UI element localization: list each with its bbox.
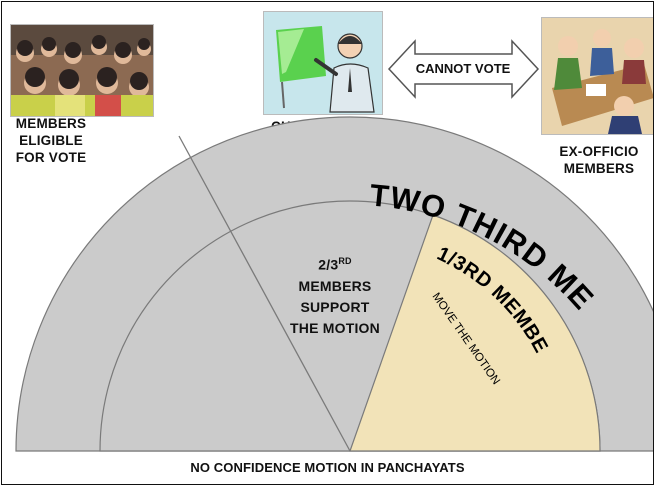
support-fraction-number: 2/3 bbox=[318, 256, 339, 273]
members-eligible-label: MEMBERS ELIGIBLE FOR VOTE bbox=[6, 115, 96, 166]
ex-officio-line-2: MEMBERS bbox=[563, 161, 635, 176]
one-third-sector bbox=[349, 214, 601, 452]
support-fraction: 2/3RD bbox=[260, 251, 410, 276]
divider-line-left bbox=[178, 135, 351, 452]
support-motion-label: 2/3RD MEMBERS SUPPORT THE MOTION bbox=[260, 251, 410, 339]
support-line-2: SUPPORT bbox=[300, 298, 370, 315]
support-line-3: THE MOTION bbox=[290, 319, 380, 336]
meeting-clipart-icon bbox=[541, 17, 653, 135]
footer-caption: NO CONFIDENCE MOTION IN PANCHAYATS bbox=[190, 460, 465, 475]
members-eligible-line-3: FOR VOTE bbox=[15, 150, 87, 165]
ex-officio-label: EX-OFFICIO MEMBERS bbox=[547, 143, 651, 177]
cannot-vote-label: CANNOT VOTE bbox=[415, 61, 511, 76]
support-line-1: MEMBERS bbox=[298, 277, 372, 294]
presenter-clipart-icon bbox=[263, 11, 383, 115]
members-eligible-line-1: MEMBERS bbox=[15, 116, 87, 131]
ex-officio-line-1: EX-OFFICIO bbox=[559, 144, 639, 159]
crowd-photo-icon bbox=[10, 24, 154, 117]
support-fraction-sup: RD bbox=[338, 256, 352, 266]
members-eligible-line-2: ELIGIBLE bbox=[19, 133, 83, 148]
